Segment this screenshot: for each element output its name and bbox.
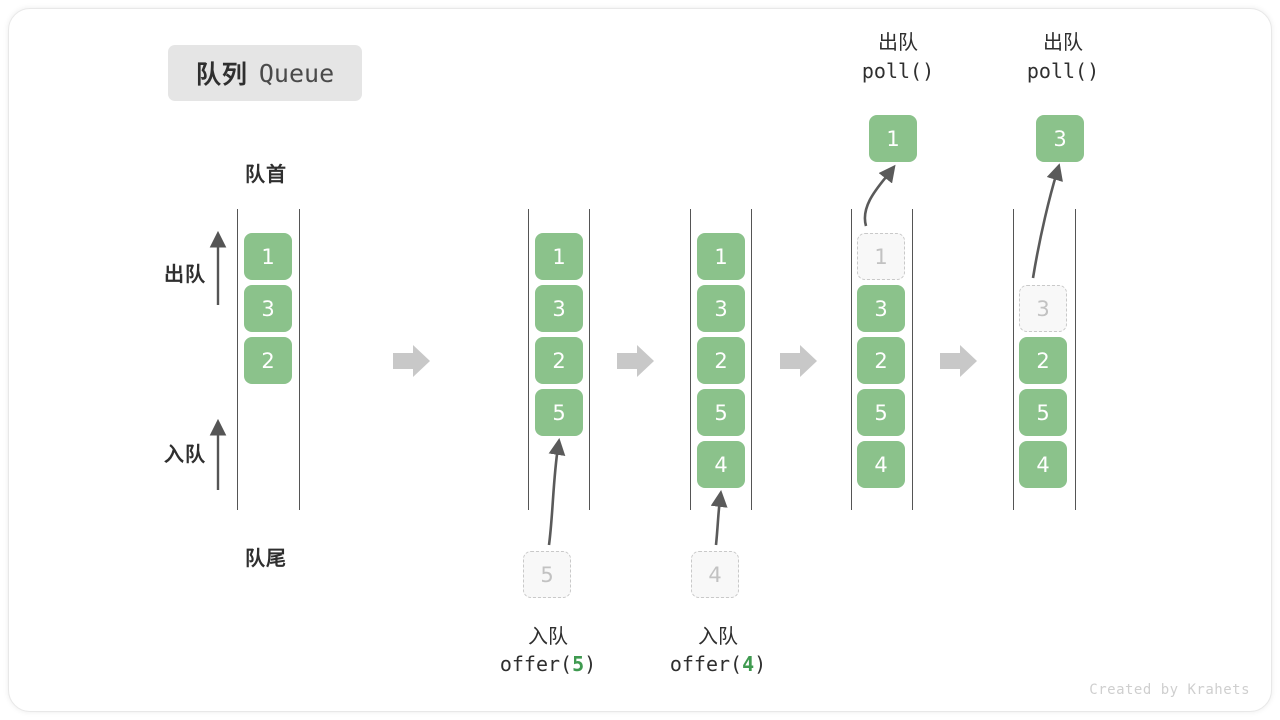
offer-caption-cn: 入队 (528, 624, 568, 648)
queue-cell: 4 (857, 441, 905, 488)
offer-code-prefix: offer( (669, 652, 743, 677)
rail-right-col4 (912, 209, 913, 510)
queue-cell: 2 (1019, 337, 1067, 384)
rail-right-col1 (299, 209, 300, 510)
rail-left-col2 (528, 209, 529, 510)
enqueue-label: 入队 (164, 442, 206, 466)
offer-caption-col2: 入队 offer(5) (448, 622, 648, 679)
queue-cell: 3 (244, 285, 292, 332)
queue-head-label: 队首 (245, 162, 287, 186)
rail-left-col1 (237, 209, 238, 510)
title-en: Queue (258, 58, 335, 88)
queue-cell: 3 (697, 285, 745, 332)
incoming-ghost-cell: 5 (523, 551, 571, 598)
poll-caption-code: poll() (861, 59, 935, 83)
queue-cell: 5 (1019, 389, 1067, 436)
queue-cell: 1 (697, 233, 745, 280)
queue-cell: 5 (857, 389, 905, 436)
rail-left-col4 (851, 209, 852, 510)
queue-cell-ghost: 1 (857, 233, 905, 280)
offer-caption-col3: 入队 offer(4) (618, 622, 818, 679)
rail-left-col3 (690, 209, 691, 510)
offer-code-prefix: offer( (499, 652, 573, 677)
offer-caption-cn: 入队 (698, 624, 738, 648)
queue-cell: 2 (697, 337, 745, 384)
popped-cell: 3 (1036, 115, 1084, 162)
diagram-card (8, 8, 1272, 712)
queue-cell: 1 (244, 233, 292, 280)
incoming-ghost-cell: 4 (691, 551, 739, 598)
offer-caption-code: offer(4) (618, 650, 818, 678)
title-badge: 队列 Queue (168, 45, 362, 101)
poll-caption-col4: 出队 poll() (803, 28, 993, 86)
rail-right-col3 (751, 209, 752, 510)
offer-code-suffix: ) (754, 652, 767, 677)
queue-cell: 4 (1019, 441, 1067, 488)
offer-caption-code: offer(5) (448, 650, 648, 678)
offer-code-suffix: ) (584, 652, 597, 677)
queue-tail-label: 队尾 (245, 546, 287, 570)
popped-cell: 1 (869, 115, 917, 162)
title-cn: 队列 (195, 60, 248, 89)
poll-caption-cn: 出队 (878, 30, 918, 54)
queue-cell: 3 (535, 285, 583, 332)
poll-caption-code: poll() (1026, 59, 1100, 83)
rail-right-col2 (589, 209, 590, 510)
queue-cell: 4 (697, 441, 745, 488)
queue-cell-ghost: 3 (1019, 285, 1067, 332)
poll-caption-cn: 出队 (1043, 30, 1083, 54)
queue-cell: 2 (857, 337, 905, 384)
offer-code-num: 5 (572, 652, 585, 677)
queue-cell: 2 (535, 337, 583, 384)
queue-cell: 5 (535, 389, 583, 436)
queue-cell: 2 (244, 337, 292, 384)
watermark: Created by Krahets (1089, 682, 1250, 698)
queue-cell: 1 (535, 233, 583, 280)
rail-right-col5 (1075, 209, 1076, 510)
rail-left-col5 (1013, 209, 1014, 510)
poll-caption-col5: 出队 poll() (968, 28, 1158, 86)
dequeue-label: 出队 (164, 262, 206, 286)
offer-code-num: 4 (742, 652, 755, 677)
queue-cell: 3 (857, 285, 905, 332)
queue-cell: 5 (697, 389, 745, 436)
